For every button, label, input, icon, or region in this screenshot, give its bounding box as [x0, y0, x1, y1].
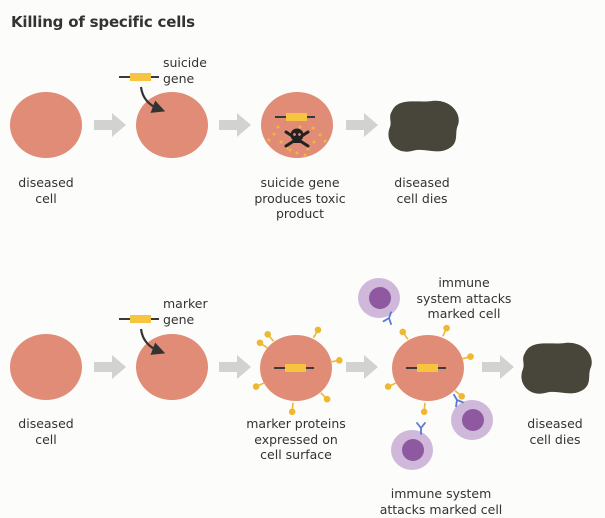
- diagram-title: Killing of specific cells: [11, 13, 195, 31]
- marker-protein-icon: [256, 339, 264, 347]
- toxic-product-dot: [323, 139, 327, 143]
- marker-gene-in-cell-icon: [274, 364, 314, 372]
- antibody-shape: [382, 311, 392, 325]
- toxic-product-label: suicide gene produces toxic product: [254, 175, 346, 221]
- marker-protein-icon: [336, 357, 343, 364]
- gene-segment: [130, 315, 151, 323]
- top-diseased-cell: [10, 92, 82, 158]
- insert-arrow-icon: [139, 86, 166, 113]
- gene-segment: [417, 364, 438, 372]
- skull-crossbones-icon: [284, 128, 310, 148]
- marker-protein-icon: [323, 395, 331, 403]
- immune-cell-top: [358, 278, 400, 318]
- marker-protein-icon: [384, 383, 392, 390]
- toxic-product-dot: [298, 125, 302, 129]
- immune-attack-label-bottom: immune system attacks marked cell: [379, 486, 503, 517]
- bottom-diseased-cell-label: diseased cell: [18, 416, 74, 447]
- gene-segment: [285, 364, 306, 372]
- antibody-shape: [453, 393, 464, 408]
- top-cell-toxic: [261, 92, 333, 158]
- toxic-product-dot: [272, 132, 276, 136]
- suicide-gene-label: suicide gene: [163, 55, 207, 86]
- marker-protein-icon: [420, 408, 428, 416]
- toxic-product-dot: [267, 138, 271, 142]
- top-cell-dies-label: diseased cell dies: [394, 175, 450, 206]
- gene-segment: [130, 73, 151, 81]
- skull-eye: [293, 133, 296, 136]
- marker-protein-icon: [288, 408, 296, 416]
- marker-protein-icon: [443, 324, 450, 332]
- suicide-gene-in-cell-icon: [275, 113, 315, 121]
- toxic-product-dot: [311, 126, 315, 130]
- arrow-icon: [482, 355, 514, 379]
- bottom-diseased-cell: [10, 334, 82, 400]
- arrow-icon: [94, 355, 126, 379]
- immune-cell-bottom: [391, 430, 433, 470]
- immune-cell-right: [451, 400, 493, 440]
- marker-protein-icon: [252, 383, 260, 390]
- skull-jaw: [293, 138, 301, 143]
- suicide-gene-icon: [119, 73, 159, 81]
- arrow-icon: [346, 355, 378, 379]
- arrow-icon: [94, 113, 126, 137]
- toxic-product-dot: [306, 147, 310, 151]
- marker-protein-icon: [458, 392, 466, 400]
- immune-cell-nucleus: [462, 409, 484, 431]
- antibody-top-icon: [382, 311, 392, 325]
- immune-cell-nucleus: [402, 439, 424, 461]
- arrow-icon: [219, 355, 251, 379]
- marker-protein-icon: [467, 353, 474, 360]
- marker-protein-icon: [264, 330, 272, 338]
- skull-eye: [298, 133, 301, 136]
- insert-arrow-icon: [139, 328, 166, 355]
- toxic-product-dot: [312, 140, 316, 144]
- marker-gene-icon: [119, 315, 159, 323]
- top-dead-cell: [388, 100, 459, 152]
- marker-gene-in-marked-cell-icon: [406, 364, 446, 372]
- antibody-shape: [416, 422, 426, 435]
- arrow-icon: [219, 113, 251, 137]
- bottom-cell-dies-label: diseased cell dies: [527, 416, 583, 447]
- toxic-product-dot: [303, 153, 307, 157]
- marker-protein-icon: [314, 326, 322, 334]
- top-diseased-cell-label: diseased cell: [18, 175, 74, 206]
- bottom-dead-cell: [521, 342, 592, 394]
- marker-gene-label: marker gene: [163, 296, 208, 327]
- marker-proteins-label: marker proteins expressed on cell surfac…: [246, 416, 346, 462]
- toxic-product-dot: [279, 140, 283, 144]
- antibody-bottom-icon: [416, 422, 426, 435]
- immune-attack-label-top: immune system attacks marked cell: [416, 275, 512, 321]
- arrow-icon: [346, 113, 378, 137]
- toxic-product-dot: [318, 133, 322, 137]
- gene-segment: [286, 113, 307, 121]
- marker-protein-icon: [399, 328, 407, 336]
- antibody-right-icon: [453, 393, 464, 408]
- toxic-product-dot: [276, 125, 280, 129]
- immune-cell-nucleus: [369, 287, 391, 309]
- toxic-product-dot: [288, 148, 292, 152]
- toxic-product-dot: [295, 151, 299, 155]
